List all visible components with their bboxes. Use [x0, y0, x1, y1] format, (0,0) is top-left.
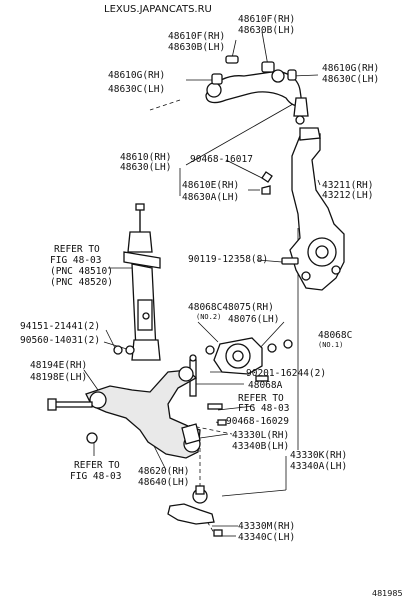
label-48630B-left: 48630B(LH) — [168, 42, 225, 53]
label-no1: (NO.1) — [318, 341, 343, 349]
label-48610E: 48610E(RH) — [182, 180, 239, 191]
diagram-id: 481985 — [372, 589, 403, 598]
lower-arm-bushing — [205, 337, 293, 375]
label-48068A: 48068A — [248, 380, 283, 391]
label-no2: (NO.2) — [196, 313, 221, 321]
label-refer1-a: REFER TO — [54, 244, 100, 255]
label-48630B-top: 48630B(LH) — [238, 25, 295, 36]
label-90560: 90560-14031(2) — [20, 335, 100, 346]
label-43330L: 43330L(RH) — [232, 430, 289, 441]
label-refer3-a: REFER TO — [74, 460, 120, 471]
label-refer2-b: FIG 48-03 — [238, 403, 289, 414]
label-43330K: 43330K(RH) — [290, 450, 347, 461]
lower-arm-bolt — [47, 398, 93, 411]
label-43340B: 43340B(LH) — [232, 441, 289, 452]
label-43340C: 43340C(LH) — [238, 532, 295, 543]
label-43330M: 43330M(RH) — [238, 521, 295, 532]
shock-nuts — [113, 345, 135, 355]
lower-arm-nut — [86, 432, 98, 444]
label-48640: 48640(LH) — [138, 477, 189, 488]
shock-absorber — [123, 203, 161, 361]
label-48068C-right: 48068C — [318, 330, 352, 341]
upper-arm-bushings — [211, 55, 297, 195]
bolt-90119 — [281, 257, 299, 265]
ball-joint — [167, 423, 223, 537]
lower-control-arm — [85, 366, 201, 459]
label-48610G-left: 48610G(RH) — [108, 70, 165, 81]
label-48194E: 48194E(RH) — [30, 360, 87, 371]
label-refer3-b: FIG 48-03 — [70, 471, 121, 482]
part-labels: 48610F(RH) 48630B(LH) 48610F(RH) 48630B(… — [20, 14, 379, 543]
label-48068C48075: 48068C48075(RH) — [188, 302, 274, 313]
label-94151: 94151-21441(2) — [20, 321, 100, 332]
label-48630C-left: 48630C(LH) — [108, 84, 165, 95]
label-48620: 48620(RH) — [138, 466, 189, 477]
label-48076: 48076(LH) — [228, 314, 279, 325]
label-90119: 90119-12358(8) — [188, 254, 268, 265]
label-48610F-left: 48610F(RH) — [168, 31, 225, 42]
label-48610: 48610(RH) — [120, 152, 171, 163]
steering-knuckle — [289, 127, 345, 291]
label-48610G-right: 48610G(RH) — [322, 63, 379, 74]
label-90201: 90201-16244(2) — [246, 368, 326, 379]
label-48198E: 48198E(LH) — [30, 372, 87, 383]
label-48630C-right: 48630C(LH) — [322, 74, 379, 85]
label-48630: 48630(LH) — [120, 162, 171, 173]
label-43212: 43212(LH) — [322, 190, 373, 201]
upper-control-arm — [205, 69, 309, 125]
label-48610F: 48610F(RH) — [238, 14, 295, 25]
watermark-text: LEXUS.JAPANCATS.RU — [104, 4, 212, 15]
label-43340A: 43340A(LH) — [290, 461, 347, 472]
label-refer1-b: FIG 48-03 — [50, 255, 101, 266]
bushing-bolts — [207, 375, 269, 426]
label-43211: 43211(RH) — [322, 180, 373, 191]
label-refer2-a: REFER TO — [238, 393, 284, 404]
label-90468-16029: 90468-16029 — [226, 416, 289, 427]
label-refer1-d: (PNC 48520) — [50, 277, 113, 288]
label-refer1-c: (PNC 48510) — [50, 266, 113, 277]
label-48630A: 48630A(LH) — [182, 192, 239, 203]
label-90468-16017: 90468-16017 — [190, 154, 253, 165]
